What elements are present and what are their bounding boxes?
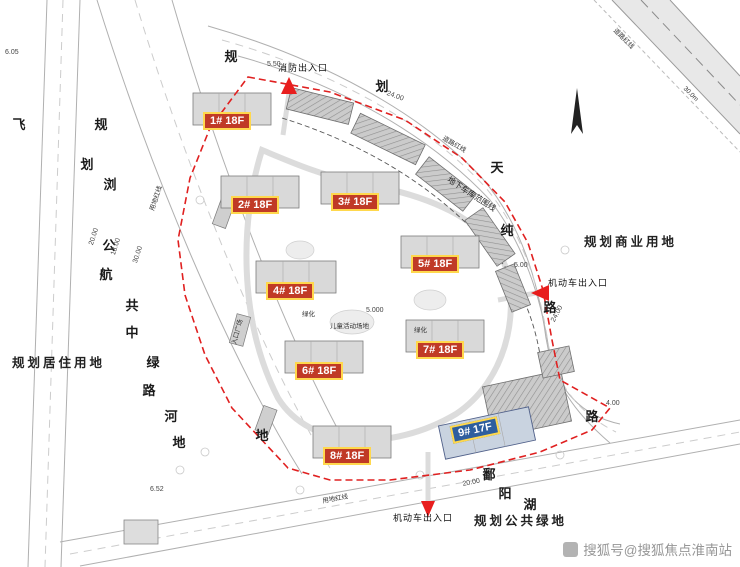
road-char-left: 河 [164, 409, 178, 424]
bottom-road-centerline [69, 431, 740, 555]
label-vehicle-entrance-right: 机动车出入口 [548, 278, 609, 288]
dimension-label: 5.50 [267, 61, 281, 68]
existing-building [123, 519, 159, 545]
commercial-block [350, 112, 426, 166]
bottom-road-edge [79, 443, 740, 567]
road-char-poyang: 鄱 [482, 467, 496, 482]
tree [555, 450, 565, 460]
bottom-road-edge [59, 419, 740, 543]
road-char-poyang: 阳 [498, 486, 512, 501]
building-badge-8: 8# 18F [323, 447, 372, 465]
tianchun-road-centerline [221, 39, 617, 433]
road-char-left: 共 [125, 298, 139, 313]
road-char-left: 地 [172, 435, 186, 450]
north-arrow-icon [571, 88, 583, 134]
left-road-edge [27, 0, 48, 567]
left-road-edge [60, 0, 81, 567]
lawn [329, 309, 375, 335]
dimension-label: 6.05 [5, 49, 19, 56]
road-centerline [640, 0, 740, 106]
lawn [285, 240, 315, 260]
ancillary-block [254, 404, 278, 436]
left-road-centerline [44, 0, 64, 567]
road-char-left: 公 [102, 238, 116, 253]
watermark: 搜狐号@搜狐焦点淮南站 [563, 539, 732, 559]
building-badge-6: 6# 18F [295, 362, 344, 380]
building-badge-1: 1# 18F [203, 112, 252, 130]
label-fire-entrance: 消防出入口 [278, 63, 329, 73]
sohu-logo-icon [563, 541, 579, 557]
dimension-label: 4.00 [606, 400, 620, 407]
building-badge-5: 5# 18F [411, 255, 460, 273]
ancillary-block [228, 313, 252, 347]
label-greening: 绿化 [302, 311, 315, 318]
road-char-left: 飞 [12, 117, 26, 132]
road-char-tianchun: 划 [375, 79, 389, 94]
label-commercial-area: 规划商业用地 [584, 235, 678, 249]
road-edge-line [669, 0, 740, 77]
road-char-left: 浏 [103, 177, 117, 192]
commercial-block [464, 207, 516, 267]
dimension-label: 5.000 [366, 307, 384, 314]
road-char-left: 路 [142, 383, 156, 398]
fire-entrance-arrow [281, 77, 297, 94]
tree [200, 447, 210, 457]
tree [175, 465, 185, 475]
building-badge-7: 7# 18F [416, 341, 465, 359]
tree [195, 195, 205, 205]
entrance-driveway [280, 92, 292, 136]
tree [560, 245, 570, 255]
road-char-left: 绿 [146, 355, 160, 370]
dimension-label: 5.00 [514, 262, 528, 269]
green-band-centerline [134, 0, 331, 469]
site-redline-boundary [177, 76, 612, 481]
road-edge-line [611, 0, 740, 135]
building-badge-3: 3# 18F [331, 193, 380, 211]
road-char-left: 划 [80, 157, 94, 172]
vehicle-entrance-arrow-bottom [421, 501, 435, 517]
label-residential-area: 规划居住用地 [12, 356, 106, 370]
road-char-tianchun: 纯 [500, 223, 514, 238]
building-badge-4: 4# 18F [266, 282, 315, 300]
road-char-tianchun: 规 [224, 49, 238, 64]
road-redline-dash [593, 0, 740, 153]
lawn [413, 289, 447, 311]
road-char-left: 地 [255, 428, 269, 443]
vehicle-entrance-arrow-right [531, 285, 549, 301]
road-char-tianchun: 路 [543, 300, 557, 315]
road-char-left: 中 [125, 325, 139, 340]
label-vehicle-entrance-bottom: 机动车出入口 [393, 513, 454, 523]
commercial-block [494, 263, 532, 313]
label-public-green-area: 规划公共绿地 [474, 514, 568, 528]
green-band-edge [96, 0, 303, 475]
road-char-tianchun: 天 [490, 160, 504, 175]
label-kids-area: 儿童活动场地 [330, 323, 369, 330]
road-char-poyang: 路 [585, 409, 599, 424]
dimension-label: 6.52 [150, 486, 164, 493]
building-badge-2: 2# 18F [231, 196, 280, 214]
road-char-poyang: 湖 [523, 497, 537, 512]
tree [295, 485, 305, 495]
commercial-block [285, 87, 355, 125]
commercial-block [415, 156, 477, 212]
road-char-left: 规 [94, 117, 108, 132]
green-band-edge [171, 0, 357, 463]
watermark-text: 搜狐号@搜狐焦点淮南站 [583, 543, 732, 558]
road-char-left: 航 [99, 267, 113, 282]
label-greening: 绿化 [414, 327, 427, 334]
